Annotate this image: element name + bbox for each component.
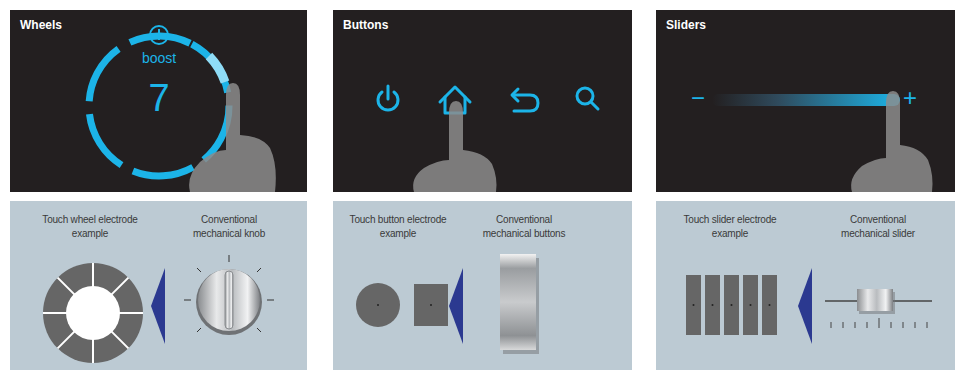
panel: Wheels boost 7 [10,10,307,192]
panel: Touch button electrode example Convention… [333,201,632,370]
caption: Conventional mechanical knob [179,213,279,240]
pointer-triangle [449,268,463,344]
mechanical-knob [184,255,274,335]
display-text: boost [119,50,199,67]
button-electrodes [356,283,448,327]
mechanical-slider [825,289,932,328]
caption: Touch button electrode example [348,213,448,240]
mechanical-button [500,254,539,354]
panel-heading: Sliders [666,18,816,32]
touch-buttons [378,86,598,113]
slider-sign: − [688,84,708,113]
touch-wheel [64,11,275,200]
panel-heading: Buttons [343,18,493,32]
panel: Touch slider electrode example Convention… [656,201,955,370]
slider-bar [712,94,900,106]
caption: Touch wheel electrode example [40,213,140,240]
display-text: 7 [119,76,199,122]
pointer-triangle [151,268,165,344]
caption: Conventional mechanical buttons [474,213,574,240]
caption: Touch slider electrode example [680,213,780,240]
panel: Buttons [333,10,632,192]
slider-sign: + [900,84,920,113]
wheel-electrode [43,263,143,363]
panel-heading: Wheels [20,18,170,32]
pointer-triangle [798,268,812,344]
caption: Conventional mechanical slider [828,213,928,240]
hand [413,101,496,192]
panel: Touch wheel electrode example Conventiona… [10,201,307,370]
slider-electrodes [686,275,777,335]
hand [851,91,932,192]
